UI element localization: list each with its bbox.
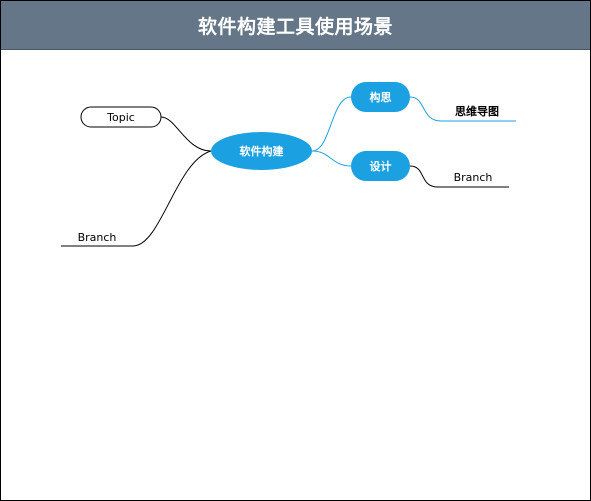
connector-root-to-topic: [160, 116, 212, 152]
design-label: 设计: [370, 159, 392, 173]
design-node[interactable]: 设计: [351, 151, 410, 181]
idea-node[interactable]: 构思: [351, 82, 410, 112]
mindmap-leaf-label[interactable]: 思维导图: [455, 104, 499, 118]
topic-node[interactable]: Topic: [80, 106, 162, 128]
left-branch-label[interactable]: Branch: [78, 231, 117, 244]
page-title: 软件构建工具使用场景: [1, 1, 590, 50]
root-node[interactable]: 软件构建: [211, 132, 312, 170]
root-label: 软件构建: [240, 144, 285, 158]
idea-label: 构思: [370, 90, 392, 104]
connector-root-to-idea: [311, 96, 352, 152]
connector-idea-to-mindmap: [409, 96, 516, 122]
design-branch-label[interactable]: Branch: [454, 171, 493, 184]
connector-root-to-design: [311, 150, 352, 167]
connector-design-to-branch: [409, 165, 509, 188]
topic-label: Topic: [106, 111, 135, 124]
connector-root-to-left-branch: [61, 150, 212, 247]
